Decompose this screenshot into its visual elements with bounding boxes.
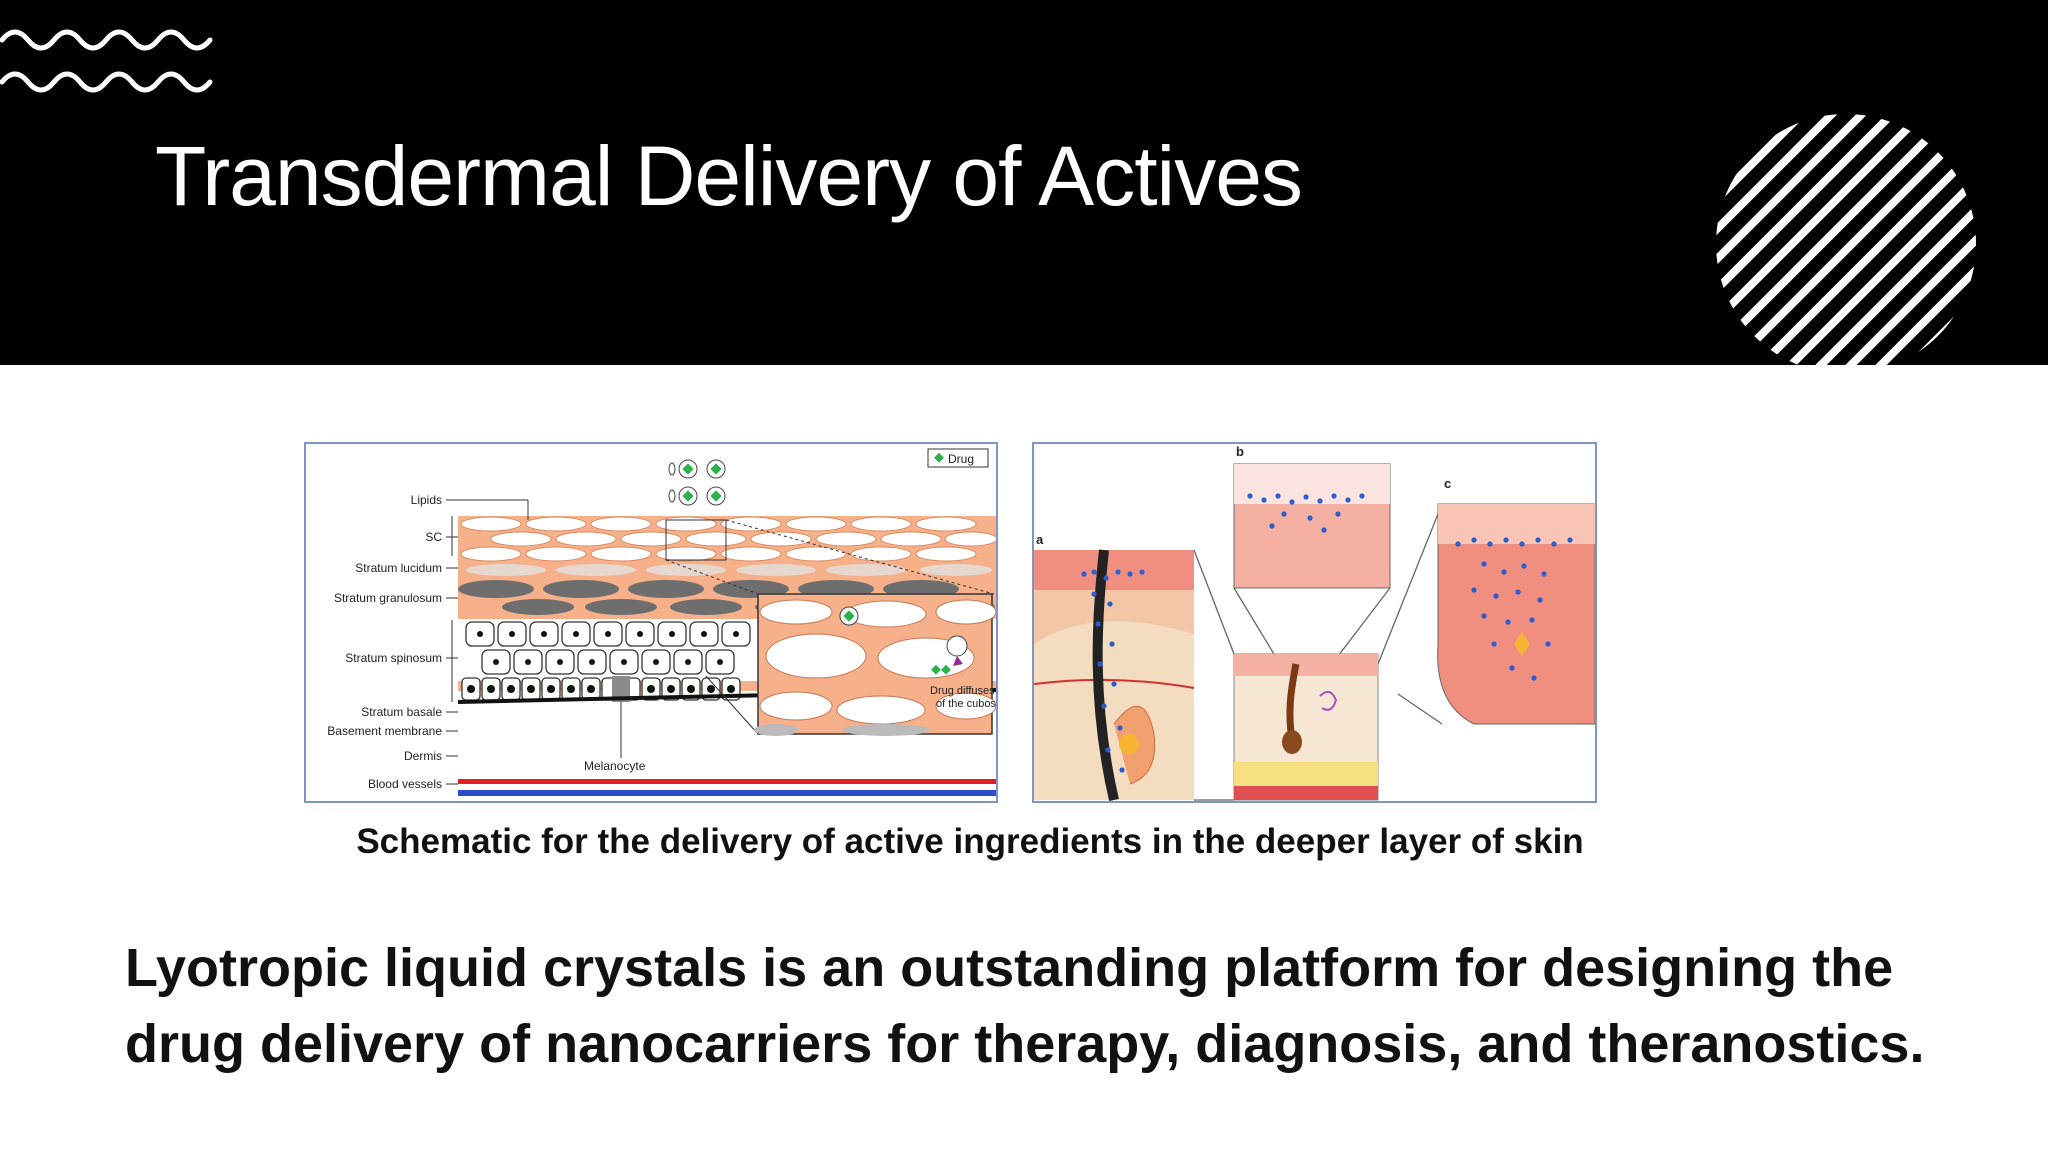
title-bar: Transdermal Delivery of Actives (0, 0, 2048, 374)
body-line-1: Lyotropic liquid crystals is an outstand… (125, 938, 1894, 998)
figure-caption: Schematic for the delivery of active ing… (356, 822, 1584, 861)
panel-c-label: c (1444, 476, 1451, 491)
layer-label: Stratum spinosum (345, 651, 442, 665)
follicle-delivery-diagram: a b (1032, 442, 1597, 803)
layer-label: Stratum basale (361, 705, 442, 719)
panel-a-label: a (1036, 532, 1044, 547)
layer-label: Stratum lucidum (355, 561, 442, 575)
layer-label: Stratum granulosum (334, 591, 442, 605)
green-diamond-icon (934, 452, 944, 463)
body-line-2: drug delivery of nanocarriers for therap… (125, 1014, 1925, 1074)
slide-title: Transdermal Delivery of Actives (155, 129, 1303, 223)
callout-label-line2: of the cubosome (936, 698, 996, 710)
legend-drug: Drug (948, 452, 974, 466)
skin-layers-diagram: Drug diffuses out of the cubosome Drug L… (304, 442, 998, 803)
body-statement: Lyotropic liquid crystals is an outstand… (125, 930, 2005, 1082)
layer-label: Blood vessels (368, 777, 442, 791)
layer-label: Basement membrane (327, 724, 442, 738)
layer-label: Lipids (411, 493, 442, 507)
cubosome-cluster (668, 459, 726, 506)
panel-b-label: b (1236, 444, 1244, 459)
striped-circle-icon (1716, 114, 1976, 374)
layer-label: Dermis (404, 749, 442, 763)
callout-label-line1: Drug diffuses out (930, 685, 996, 697)
melanocyte-label: Melanocyte (584, 759, 646, 773)
wavy-lines-icon (0, 29, 213, 93)
layer-label: SC (425, 530, 442, 544)
